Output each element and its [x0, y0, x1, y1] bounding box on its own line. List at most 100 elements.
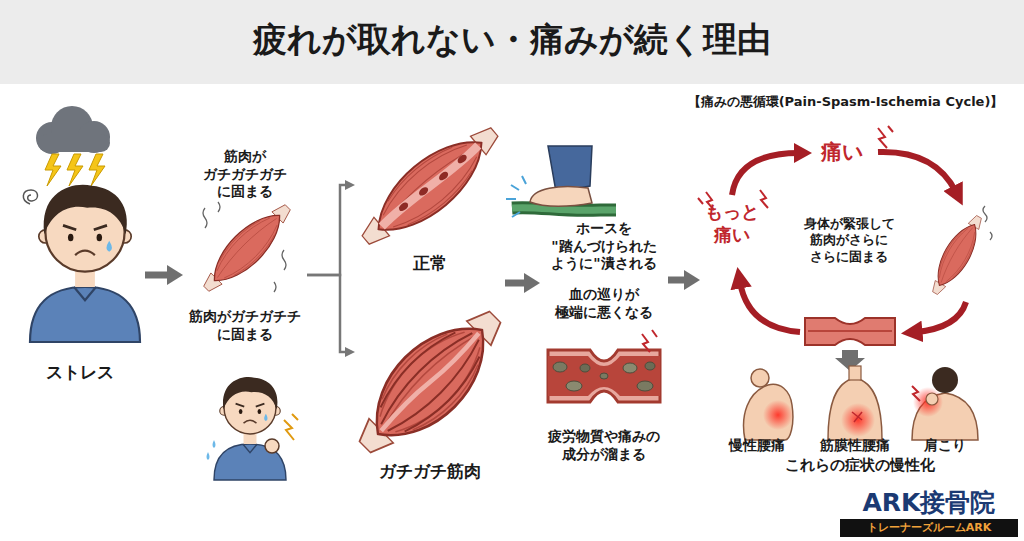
node-text: 【痛みの悪循環(Pain-Spasm-Ischemia Cycle)】 [678, 94, 1013, 110]
flow-arrow [668, 270, 700, 290]
node-text: 慢性腰痛 [712, 437, 802, 455]
shoulder-pain-person [284, 414, 298, 440]
cycle-muscle-icon [924, 206, 992, 299]
hard-muscle [340, 292, 519, 471]
pain-sparks [698, 126, 893, 210]
blood-flow-stage: ホースを "踏んづけられた ように"潰される血の巡りが 極端に悪くなる疲労物質や… [540, 150, 668, 480]
normal-muscle [417, 185, 429, 197]
stepped-hose [530, 187, 592, 207]
arrow-head [345, 347, 355, 357]
normal-muscle-stage: 正常 [355, 108, 505, 278]
narrowed-vessel [548, 350, 660, 402]
node-text: 筋肉が ガチガチガチ に固まる [183, 148, 307, 201]
stiff-muscle-icon [195, 196, 299, 300]
shoulder-pain-person [265, 439, 279, 453]
cycle-vessel-icon [805, 318, 895, 371]
fascial-back-pain-figure [828, 378, 882, 440]
stiff-muscle-icon [203, 202, 286, 292]
hard-muscle [340, 292, 519, 471]
cycle-muscle-icon [924, 211, 989, 300]
narrowed-vessel [553, 362, 567, 372]
stiff-shoulder-figure [912, 386, 920, 401]
node-subtext: 血の巡りが 極端に悪くなる [540, 286, 668, 321]
stress-stage: ストレス [15, 170, 145, 395]
stiff-muscle-icon [195, 196, 299, 300]
storm-cloud [36, 106, 110, 186]
node-subtext: 疲労物質や痛みの 成分が溜まる [540, 428, 668, 463]
arrow-head [524, 273, 540, 293]
stepped-hose [506, 176, 526, 217]
narrowed-vessel [642, 330, 657, 352]
tension-step: 身体が緊張して 筋肉がさらに さらに固まる [793, 216, 905, 278]
narrowed-vessel [548, 330, 660, 402]
stepped-hose [548, 146, 592, 192]
narrowed-vessel [548, 356, 660, 396]
normal-muscle [437, 170, 449, 182]
symptom-item: 筋膜性腰痛 [805, 375, 905, 457]
lower-back-pain-figure [744, 384, 793, 440]
flow-arrow [307, 180, 355, 275]
stiff-shoulder-figure [912, 367, 978, 440]
pain-sparks [760, 190, 768, 208]
stiff-shoulder-figure [932, 367, 958, 393]
normal-muscle [350, 113, 511, 259]
node-text: 筋膜性腰痛 [805, 437, 905, 455]
lower-back-pain-figure [751, 369, 769, 387]
cycle-vessel-icon [805, 318, 895, 345]
fascial-back-pain-figure [849, 366, 861, 380]
node-subtext: トレーナーズルームARK [840, 519, 1018, 537]
fascial-back-pain-figure [841, 403, 875, 437]
flow-arrow [505, 273, 540, 293]
arrow-head [794, 143, 812, 163]
node-text: ストレス [15, 362, 145, 383]
clinic-logo: ARK接骨院トレーナーズルームARK [840, 488, 1018, 538]
normal-muscle [350, 113, 511, 259]
narrowed-vessel [566, 381, 582, 391]
flow-arrow [307, 275, 355, 357]
node-text: 肩こり [900, 437, 990, 455]
stiff-shoulder-figure [913, 387, 943, 417]
narrowed-vessel [637, 381, 653, 391]
stepped-hose [512, 208, 616, 211]
flow-arrow [145, 265, 183, 285]
diagram-title: 疲れが取れない・痛みが続く理由 [0, 18, 1024, 61]
pain-sparks [878, 126, 893, 148]
fascial-back-pain-figure [852, 412, 862, 422]
narrowed-vessel [580, 364, 590, 372]
arrow-line [505, 280, 529, 287]
hard-muscle-stage: ガチガチ筋肉 [355, 283, 505, 485]
lower-back-pain-figure [744, 369, 793, 440]
dizzy-swirl [23, 190, 37, 204]
cycle-arrows [740, 282, 800, 332]
arrow-line [732, 153, 799, 195]
pain-cycle: 【痛みの悪循環(Pain-Spasm-Ischemia Cycle)】痛い身体が… [700, 92, 1015, 357]
normal-muscle [381, 145, 479, 228]
node-text: 身体が緊張して 筋肉がさらに さらに固まる [793, 216, 905, 265]
arrow-line [145, 272, 172, 279]
storm-cloud [89, 154, 105, 186]
shoulder-pain-person [207, 377, 299, 480]
node-text: ホースを "踏んづけられた ように"潰される [540, 220, 668, 273]
flow-arrow [732, 143, 812, 195]
cycle-arrows [916, 302, 966, 332]
shoulder-pain-person [214, 377, 286, 480]
arrow-head [167, 265, 183, 285]
fascial-back-pain-figure [828, 366, 882, 440]
node-text: ガチガチ筋肉 [355, 461, 505, 482]
shoulder-pain-person [207, 440, 216, 460]
storm-cloud [38, 134, 110, 152]
arrow-line [307, 275, 348, 352]
stiff-shoulder-figure [926, 393, 938, 405]
stiffening-stage: 筋肉が ガチガチガチ に固まる筋肉がガチガチチ に固まる [183, 148, 307, 485]
storm-cloud [67, 154, 83, 186]
pain-step: 痛い [812, 135, 872, 171]
cycle-arrows [740, 152, 966, 332]
hard-muscle [380, 332, 480, 432]
node-text: もっと 痛い [698, 201, 766, 246]
arrow-line [307, 185, 348, 275]
node-text: 痛い [812, 139, 872, 165]
cycle-vessel-icon [808, 330, 892, 332]
stepped-hose [506, 146, 616, 217]
narrowed-vessel [600, 373, 608, 379]
